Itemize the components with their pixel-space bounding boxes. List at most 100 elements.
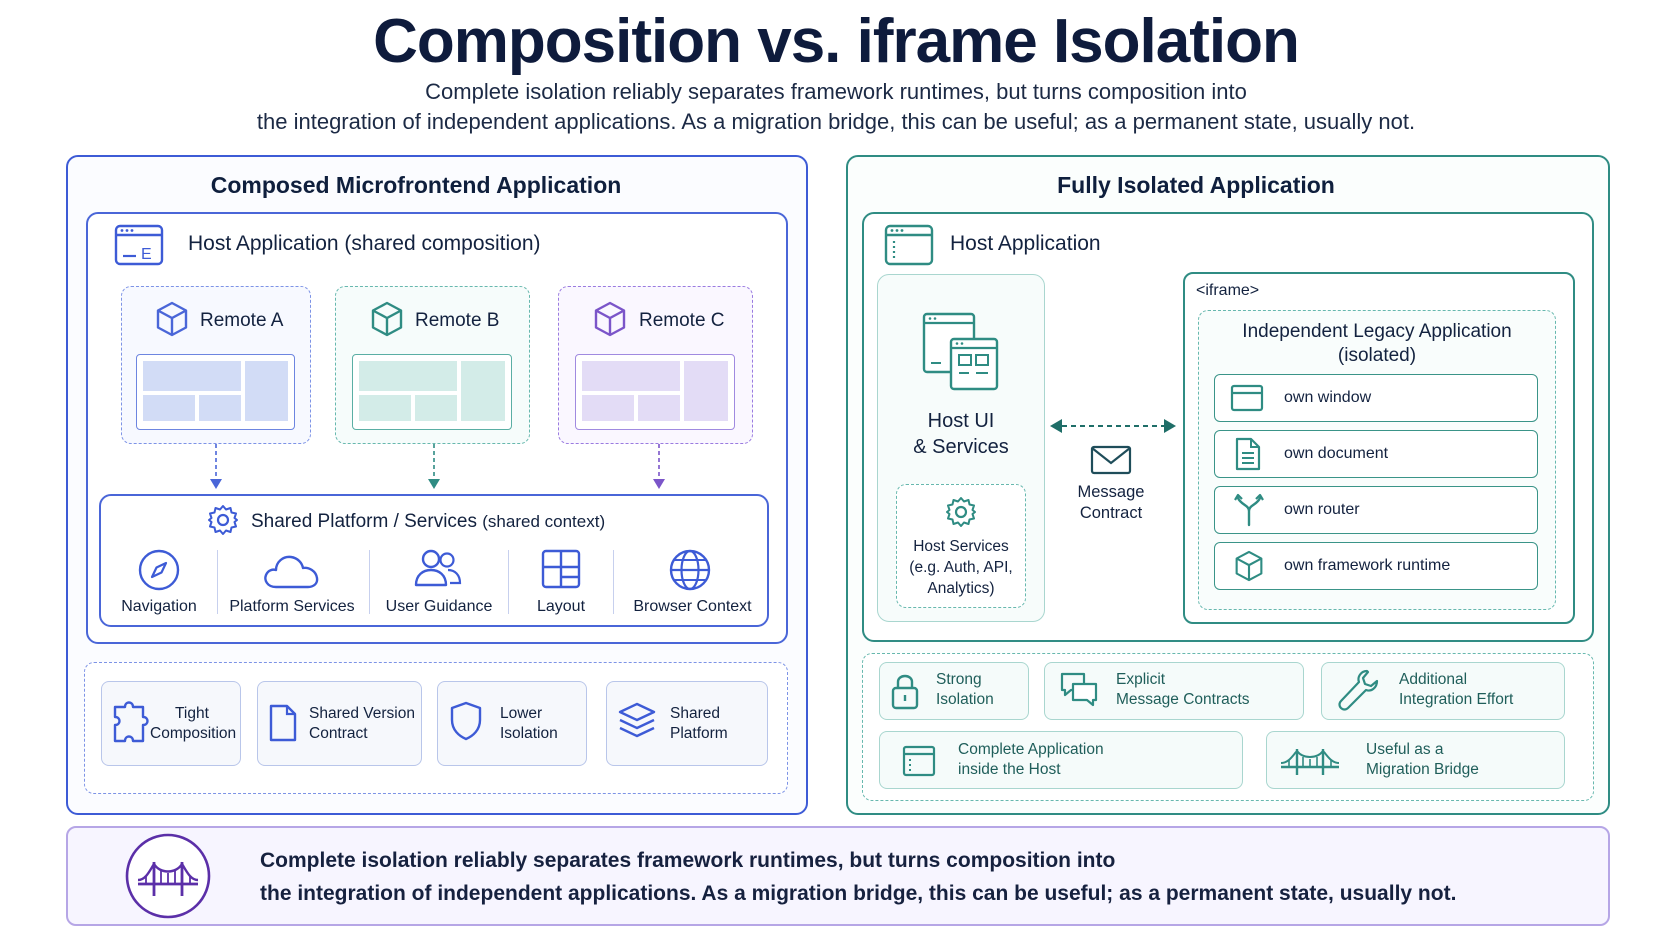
host-services-text: Host Services (e.g. Auth, API, Analytics… — [896, 536, 1026, 599]
divider — [508, 550, 509, 614]
trait-strong-isolation — [879, 662, 1029, 720]
service-user-guidance[interactable]: User Guidance — [385, 598, 493, 615]
cube-icon — [593, 301, 627, 337]
trait-line-2: Contract — [309, 725, 368, 742]
remote-c-label: Remote C — [639, 310, 725, 331]
service-browser-context[interactable]: Browser Context — [633, 598, 752, 615]
trait-line-2: Isolation — [936, 691, 994, 708]
trait-line-1: Strong — [936, 671, 982, 688]
document-icon — [1235, 437, 1261, 471]
trait-line-2: Integration Effort — [1399, 691, 1514, 708]
trait-line-2: Isolation — [500, 725, 558, 742]
host-ui-line-2: & Services — [913, 436, 1009, 458]
shared-platform-title-suffix: (shared context) — [482, 512, 606, 531]
trait-tight-composition — [101, 681, 241, 766]
subtitle-line-1: Complete isolation reliably separates fr… — [425, 79, 1247, 104]
trait-complete-application — [879, 731, 1243, 789]
host-services-box — [896, 484, 1026, 608]
remote-a-preview — [136, 354, 295, 430]
iframe-item-own-document — [1214, 430, 1538, 478]
trait-migration-bridge — [1266, 731, 1565, 789]
bridge-icon — [1279, 745, 1341, 777]
remote-b-preview — [352, 354, 512, 430]
gear-icon — [945, 496, 977, 528]
document-icon — [268, 703, 298, 743]
iframe-item-label: own framework runtime — [1284, 557, 1451, 574]
service-navigation[interactable]: Navigation — [121, 598, 197, 615]
host-services-line-3: Analytics) — [927, 580, 995, 597]
host-application-label: Host Application — [950, 232, 1101, 255]
subtitle-line-2: the integration of independent applicati… — [256, 109, 1416, 134]
cube-icon — [1234, 549, 1264, 583]
shield-icon — [449, 700, 483, 742]
trait-line: Complete Application inside the Host — [958, 740, 1104, 780]
message-line-1: Message — [1077, 483, 1145, 501]
service-platform-services[interactable]: Platform Services — [229, 598, 355, 615]
legacy-line-1: Independent Legacy Application — [1242, 321, 1512, 342]
window-icon — [884, 224, 934, 266]
globe-icon — [668, 548, 712, 592]
service-layout[interactable]: Layout — [536, 598, 586, 615]
summary-footer — [66, 826, 1610, 926]
users-icon — [413, 548, 463, 588]
lock-icon — [890, 671, 920, 711]
layout-icon — [541, 549, 581, 589]
remote-b-label: Remote B — [415, 310, 500, 331]
trait-shared-platform — [606, 681, 768, 766]
trait-line-1: Lower — [500, 705, 543, 722]
trait-line-2: Migration Bridge — [1366, 761, 1479, 778]
window-icon — [1230, 384, 1264, 412]
trait-line-1: Complete Application — [958, 741, 1104, 758]
bridge-badge-icon — [124, 832, 212, 920]
trait-line-2: Message Contracts — [1116, 691, 1250, 708]
message-arrow — [1048, 412, 1178, 442]
iframe-item-label: own window — [1284, 389, 1372, 406]
trait-line-1: Tight — [175, 705, 209, 722]
iframe-item-label: own router — [1284, 501, 1360, 518]
divider — [217, 550, 218, 614]
compass-icon — [137, 548, 181, 592]
iframe-tag: <iframe> — [1196, 282, 1260, 299]
gear-icon — [207, 504, 239, 536]
remote-arrows — [0, 0, 800, 500]
message-line-2: Contract — [1079, 504, 1143, 522]
wrench-icon — [1337, 668, 1379, 712]
host-services-line-1: Host Services — [913, 538, 1009, 555]
page-title: Composition vs. iframe Isolation — [373, 7, 1300, 76]
layers-icon — [617, 701, 657, 741]
cube-icon — [155, 301, 189, 337]
summary-line-1: Complete isolation reliably separates fr… — [260, 849, 1116, 872]
host-ui-line-1: Host UI — [927, 410, 995, 432]
trait-line-1: Explicit — [1116, 671, 1166, 688]
message-contract-label: Message Contract — [1050, 482, 1172, 524]
trait-line-2: Composition — [150, 725, 237, 742]
remote-a-label: Remote A — [200, 310, 284, 331]
isolated-panel-title: Fully Isolated Application — [1057, 172, 1335, 198]
svg-text:E: E — [141, 246, 152, 263]
iframe-item-label: own document — [1284, 445, 1389, 462]
fork-icon — [1233, 493, 1265, 527]
chat-icon — [1059, 671, 1099, 709]
remote-c-preview — [575, 354, 735, 430]
cube-icon — [370, 301, 404, 337]
puzzle-icon — [111, 697, 153, 745]
trait-line-2: Platform — [670, 725, 728, 742]
host-composition-label: Host Application (shared composition) — [188, 232, 541, 255]
window-icon — [902, 745, 936, 777]
cloud-icon — [262, 550, 322, 590]
shared-platform-title: Shared Platform / Services (shared conte… — [251, 511, 605, 533]
iframe-item-own-framework-runtime — [1214, 542, 1538, 590]
trait-line-1: Shared Version — [309, 705, 415, 722]
trait-lower-isolation — [437, 681, 587, 766]
app-windows-icon — [921, 311, 1001, 393]
trait-line-1: Additional — [1399, 671, 1468, 688]
trait-shared-version-contract — [257, 681, 422, 766]
trait-line-2: inside the Host — [958, 761, 1061, 778]
